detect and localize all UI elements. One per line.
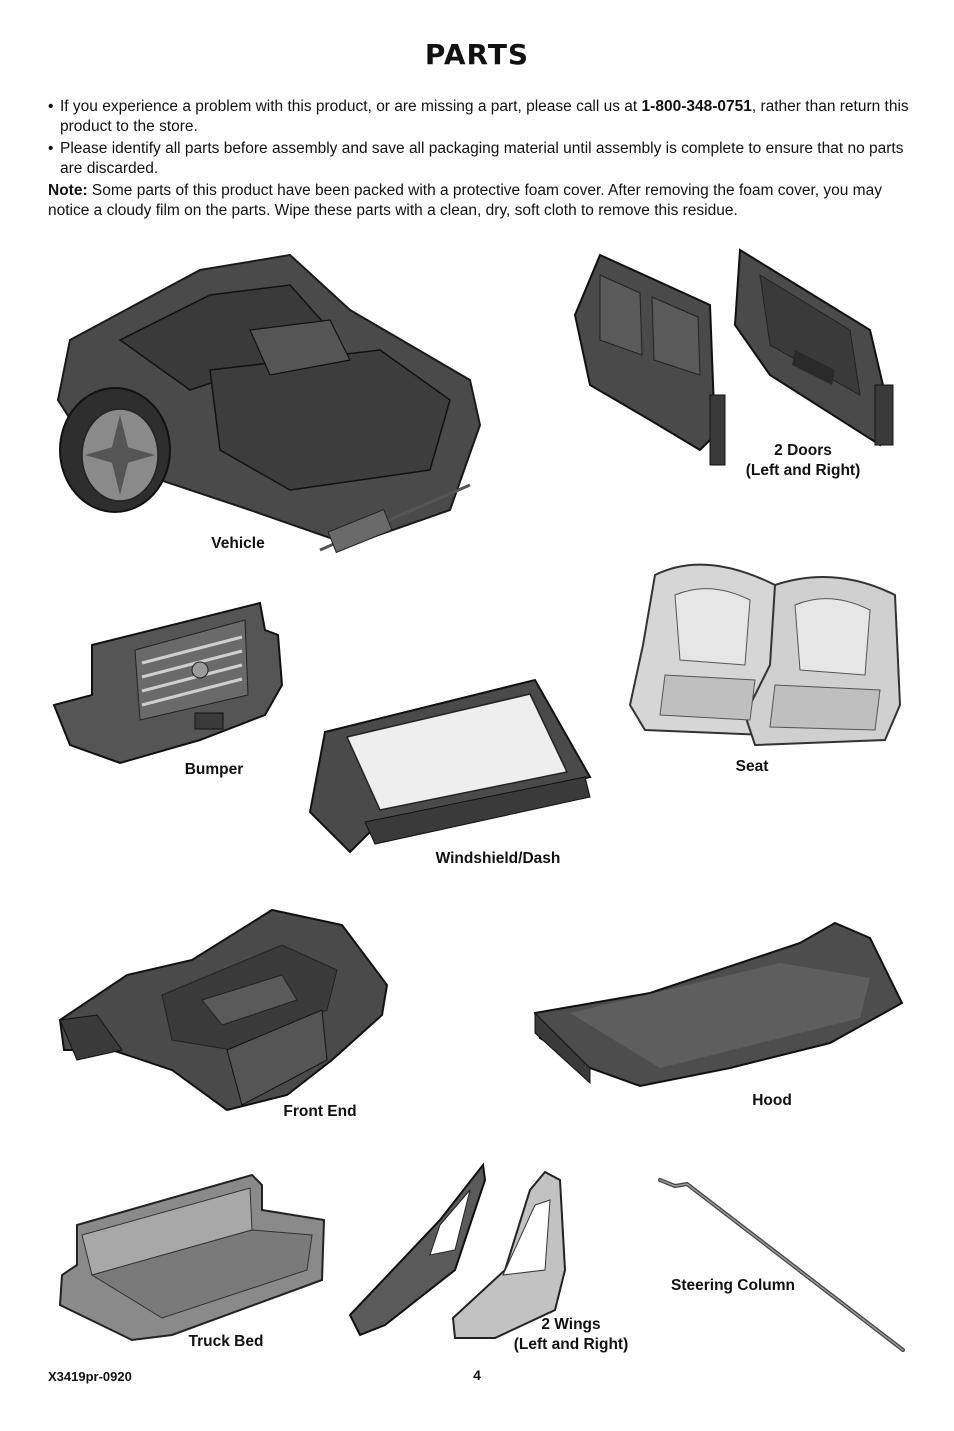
steering-column-label: Steering Column <box>670 1277 795 1294</box>
bumper-label: Bumper <box>184 761 244 778</box>
intro-section: • If you experience a problem with this … <box>48 97 910 221</box>
front-end-illustration <box>58 908 389 1112</box>
hood-illustration <box>533 921 904 1088</box>
bullet-text-start: If you experience a problem with this pr… <box>60 98 642 115</box>
wings-label-line2: (Left and Right) <box>513 1336 629 1353</box>
front-end-label: Front End <box>283 1103 357 1120</box>
doors-label: 2 Doors (Left and Right) <box>744 441 862 481</box>
bullet-item: • If you experience a problem with this … <box>48 97 910 137</box>
bullet-item: • Please identify all parts before assem… <box>48 139 910 179</box>
bullet-icon: • <box>48 98 54 115</box>
document-code: X3419pr-0920 <box>48 1369 132 1384</box>
bumper-illustration <box>52 601 284 765</box>
page-number: 4 <box>473 1367 481 1383</box>
vehicle-label: Vehicle <box>211 535 265 552</box>
support-phone: 1-800-348-0751 <box>641 98 752 115</box>
bullet-icon: • <box>48 140 54 157</box>
truck-bed-illustration <box>58 1173 326 1342</box>
wings-illustration <box>348 1162 567 1339</box>
hood-label: Hood <box>752 1092 792 1109</box>
steering-column-illustration <box>658 1178 905 1352</box>
seat-illustration <box>628 563 902 747</box>
page-title: PARTS <box>424 38 530 71</box>
seat-label: Seat <box>735 758 769 775</box>
vehicle-illustration <box>56 253 482 554</box>
note-label: Note: <box>48 182 88 199</box>
note-text: Some parts of this product have been pac… <box>48 182 882 219</box>
bullet-text-end: , rather than return this product to the… <box>60 98 909 135</box>
doors-label-line1: 2 Doors <box>774 442 832 459</box>
windshield-illustration <box>308 678 592 854</box>
wings-label-line1: 2 Wings <box>541 1316 601 1333</box>
doors-illustration <box>573 248 894 466</box>
note-paragraph: Note: Some parts of this product have be… <box>48 181 910 221</box>
windshield-label: Windshield/Dash <box>435 850 561 867</box>
doors-label-line2: (Left and Right) <box>745 462 861 479</box>
bullet-text: Please identify all parts before assembl… <box>60 140 904 177</box>
truck-bed-label: Truck Bed <box>188 1333 264 1350</box>
wings-label: 2 Wings (Left and Right) <box>510 1315 632 1355</box>
